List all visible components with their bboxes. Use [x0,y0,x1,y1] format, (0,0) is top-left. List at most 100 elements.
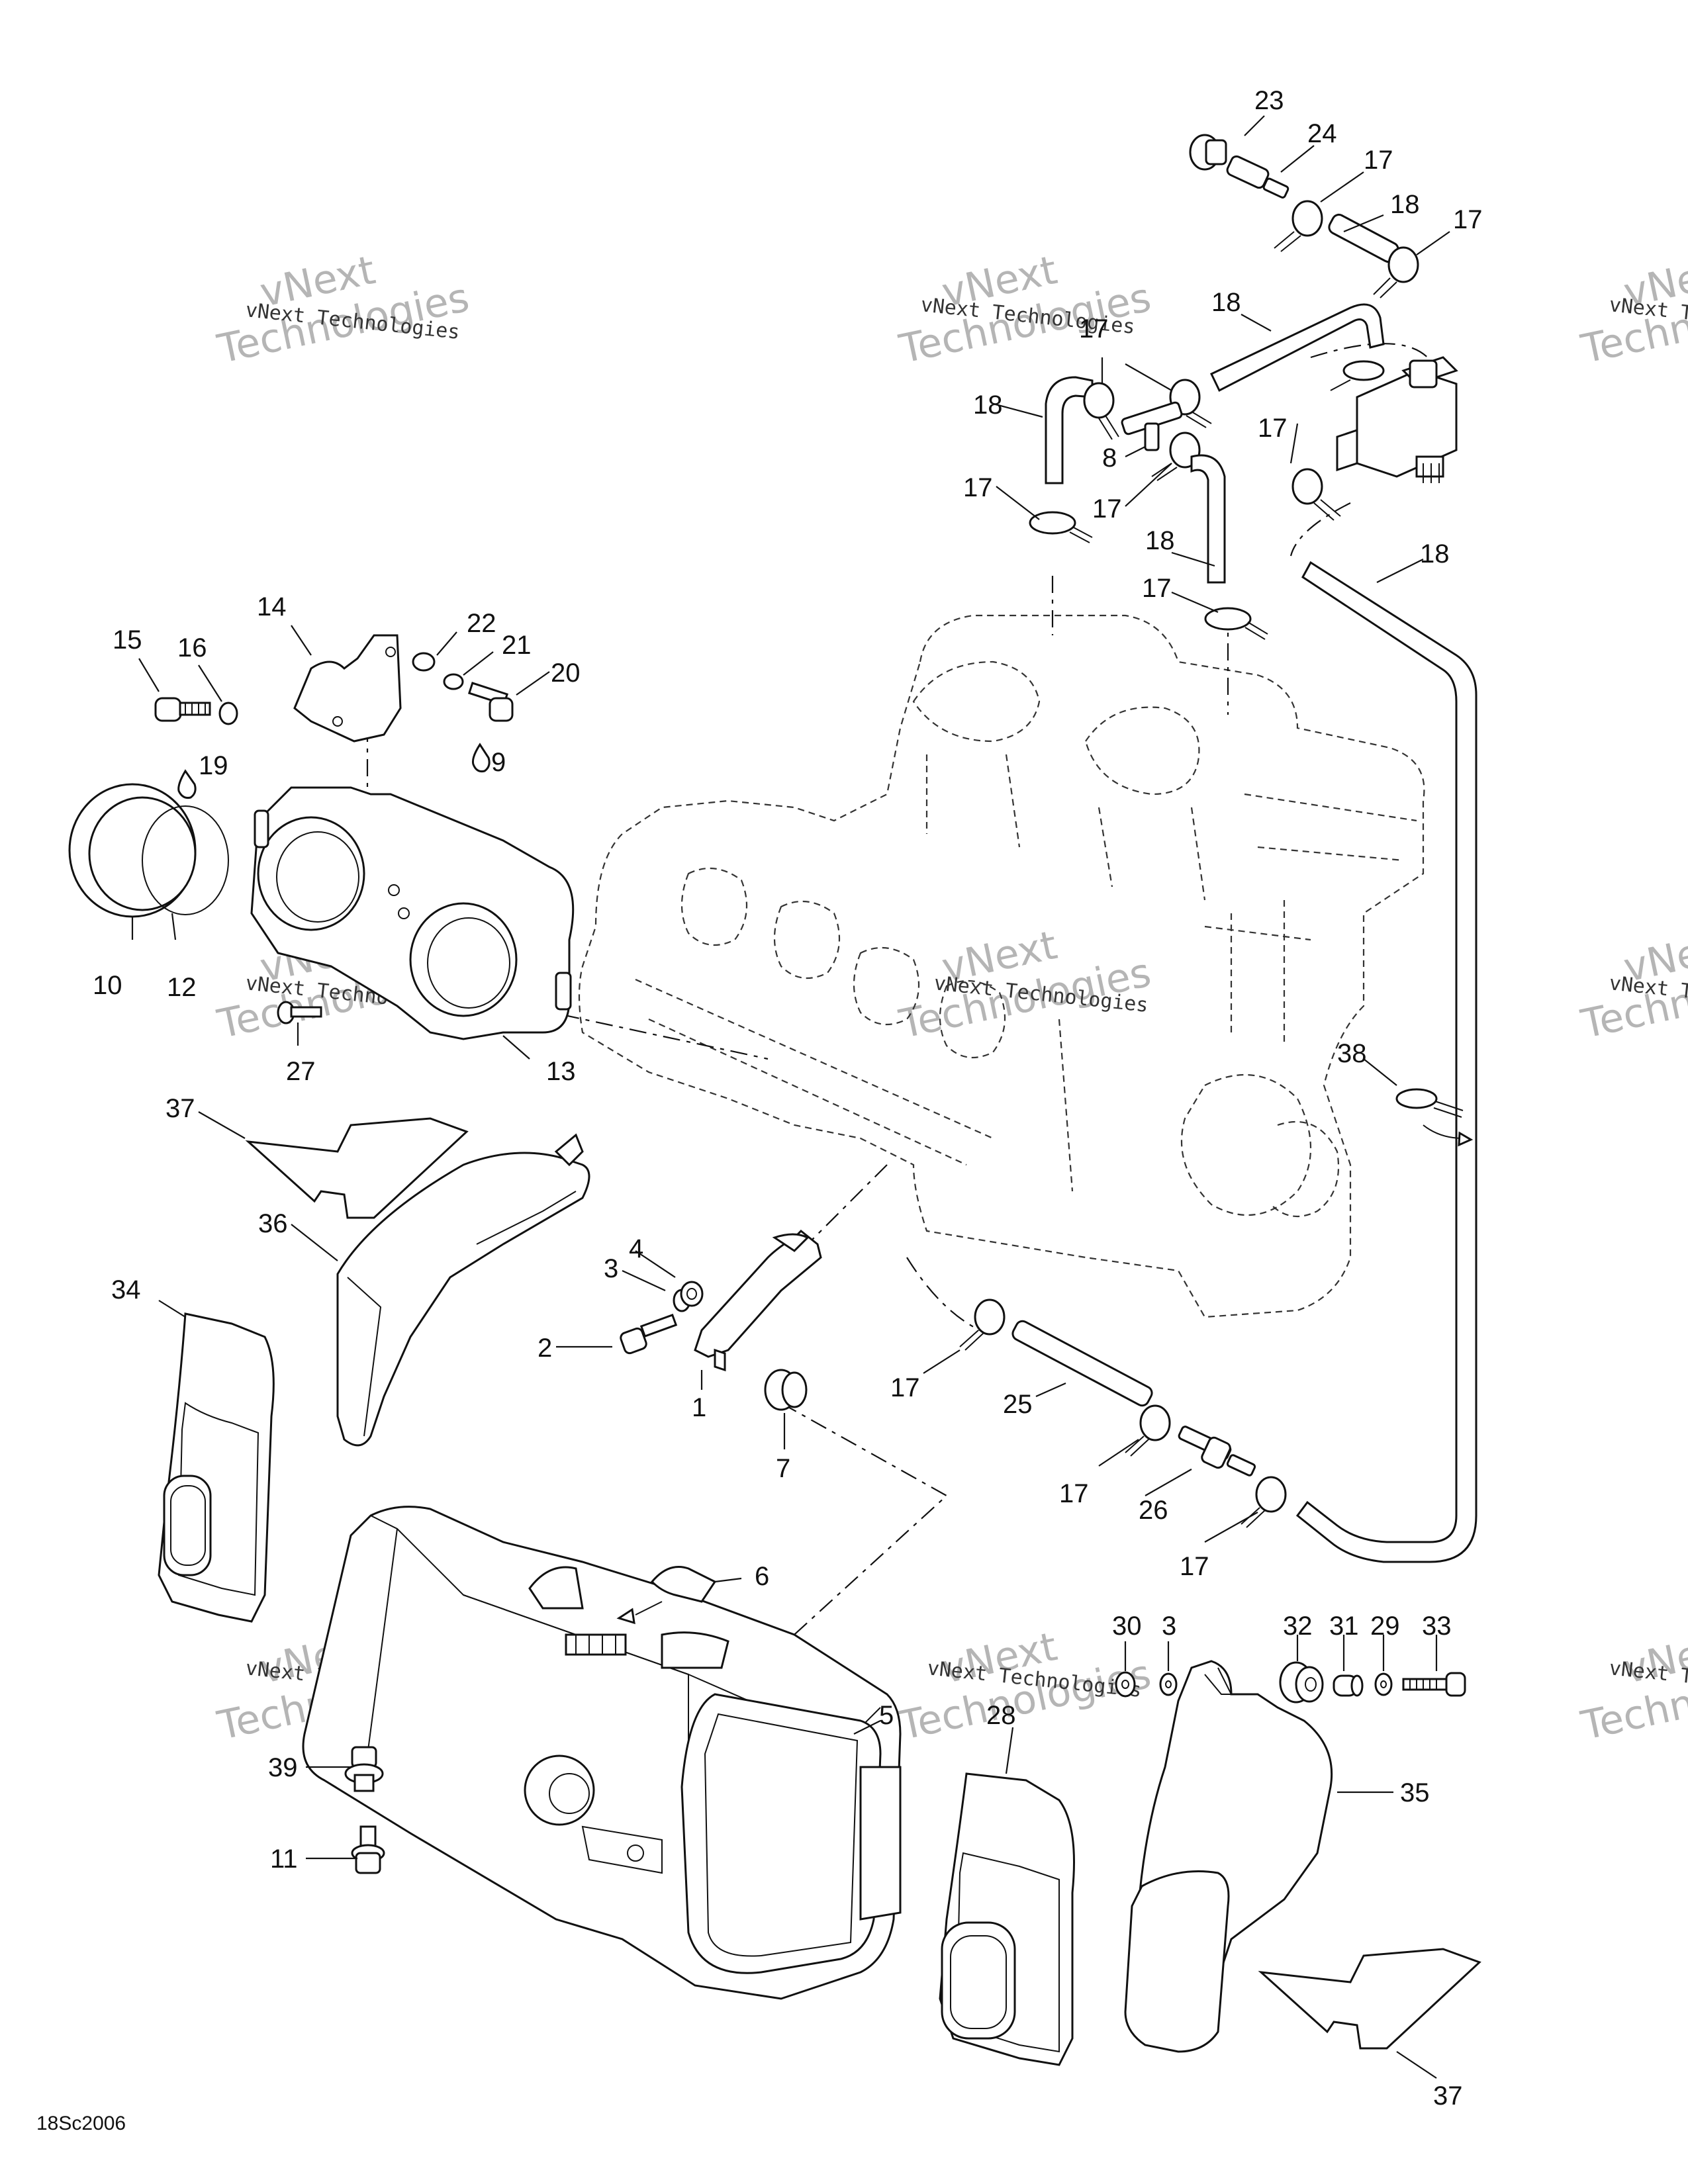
callout-28: 28 [986,1701,1016,1730]
hose-part-18 [1328,213,1399,263]
callout-17: 17 [1453,205,1483,234]
fitting-part-39 [344,1746,384,1792]
callout-38: 38 [1337,1039,1367,1068]
hose-clamp [1204,607,1268,640]
callout-17: 17 [1092,494,1122,523]
callout-15: 15 [113,625,142,655]
lock-washer-part-4 [680,1281,704,1307]
callout-9: 9 [491,748,506,777]
callout-17: 17 [963,473,993,502]
callout-4: 4 [629,1234,643,1263]
callout-34: 34 [111,1275,141,1304]
deflector-part-36 [336,1133,590,1447]
washer-part-16 [218,702,238,725]
washer-part-21 [443,673,464,690]
hose-part-18 [1209,303,1385,392]
callout-17: 17 [1059,1479,1089,1508]
callout-12: 12 [167,973,197,1002]
bracket-part-14 [293,634,402,743]
callout-17: 17 [1079,314,1109,343]
callout-3: 3 [604,1254,618,1283]
tee-fitting-part-8 [1121,401,1183,451]
callout-37: 37 [165,1094,195,1123]
bracket-part-1 [694,1229,822,1372]
fitting-part-24 [1226,155,1289,199]
spacer-part-31 [1333,1674,1364,1697]
callout-39: 39 [268,1753,298,1782]
callout-21: 21 [502,631,532,660]
callout-leaders [131,115,1450,2079]
hose-clamp [1291,468,1341,521]
callout-18: 18 [973,390,1003,420]
hose-part-25 [1011,1320,1153,1407]
callout-18: 18 [1420,539,1450,569]
throttle-body-area [68,634,575,1040]
hose-clamp [959,1298,1006,1351]
drain-part-11 [351,1825,385,1874]
callout-24: 24 [1307,119,1337,148]
lubricant-drop-icon [177,769,197,799]
callout-7: 7 [776,1454,790,1483]
figure-code: 18Sc2006 [36,2113,126,2134]
bolt-part-15 [154,697,211,722]
callout-35: 35 [1400,1778,1430,1807]
callout-17: 17 [1258,414,1288,443]
washer-part-22 [412,652,436,672]
vent-hose-assembly [1029,134,1477,1563]
cap-part-23 [1189,134,1227,171]
hose-clamp [1241,1476,1287,1528]
callout-16: 16 [177,633,207,662]
callout-labels: 23 24 17 18 17 18 17 18 8 17 17 17 18 17… [93,86,1483,2111]
hose-part-18 [1295,561,1477,1563]
grille-part-28 [939,1772,1075,2066]
hose-clamp [1330,360,1385,391]
airbox-part-5 [302,1506,902,2000]
callout-10: 10 [93,971,122,1000]
grommet-part-32 [1279,1661,1324,1704]
engine-phantom-outline [578,614,1425,1318]
lower-right-parts [939,1660,1481,2066]
callout-17: 17 [1364,146,1393,175]
callout-11: 11 [270,1844,298,1874]
hose-clamp [1029,511,1093,543]
callout-1: 1 [692,1393,706,1422]
hose-clamp [1083,382,1119,440]
callout-2: 2 [538,1334,552,1363]
callout-18: 18 [1390,190,1420,219]
hose-clamp [1274,200,1323,252]
callout-30: 30 [1112,1612,1142,1641]
bolt-part-33 [1402,1672,1466,1697]
callout-37: 37 [1433,2081,1463,2111]
callout-18: 18 [1145,526,1175,555]
callout-31: 31 [1329,1612,1359,1641]
hose-clamp [1373,246,1419,298]
watermark: vNext Technologies [895,922,1155,1048]
washer-part-29 [1374,1672,1393,1696]
bolt-part-20 [467,682,514,722]
callout-25: 25 [1003,1390,1033,1419]
watermark: vNext Technologies [213,247,473,373]
drain-hose-assembly [959,1298,1287,1528]
bolt-part-2 [620,1314,678,1355]
callout-23: 23 [1254,86,1284,115]
callout-18: 18 [1211,288,1241,317]
callout-14: 14 [257,592,287,621]
callout-5: 5 [879,1701,894,1730]
callout-6: 6 [755,1562,769,1591]
callout-29: 29 [1370,1612,1400,1641]
pad-part-37 [245,1117,469,1219]
callout-17: 17 [1180,1552,1209,1581]
hose-clamp [1125,1404,1171,1457]
hose-part-18 [1190,454,1226,584]
callout-32: 32 [1283,1612,1313,1641]
callout-8: 8 [1102,443,1117,473]
loctite-drop-icon [472,743,491,772]
fitting-part-26 [1178,1426,1256,1477]
o-ring-part-12 [142,805,229,915]
deflector-part-35 [1124,1660,1333,2053]
lower-left-panels [158,1117,590,1623]
callout-3: 3 [1162,1612,1176,1641]
callout-17: 17 [1142,574,1172,603]
adaptor-plate-part-13 [250,786,575,1040]
